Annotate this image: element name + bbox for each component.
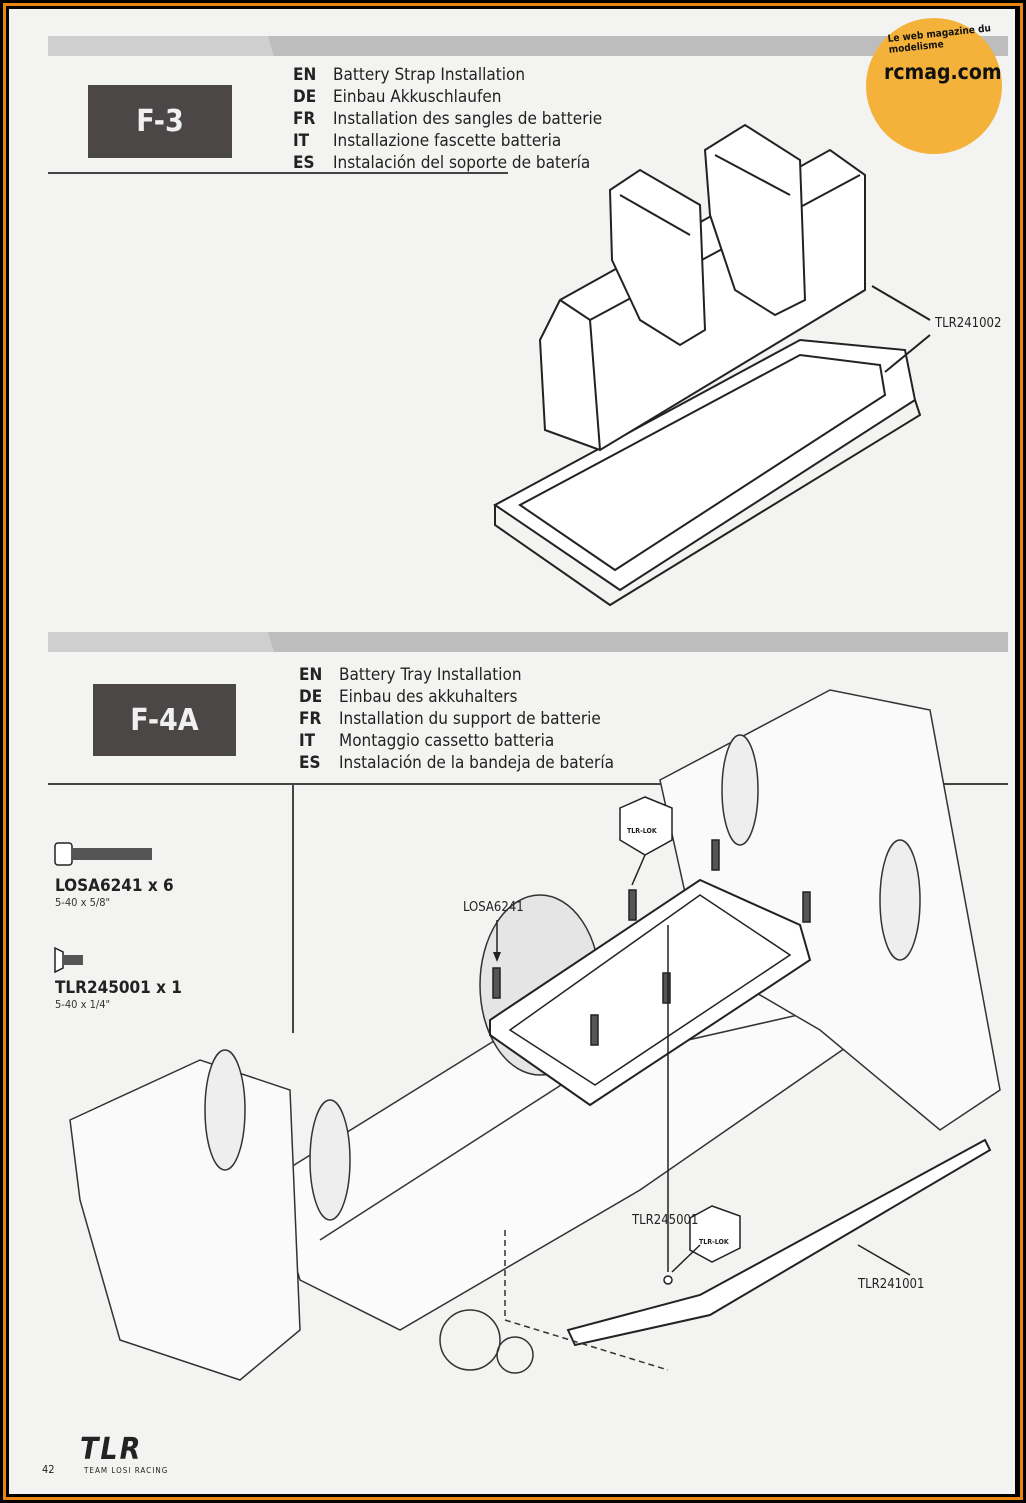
step-label-f3: F-3 (88, 85, 232, 158)
divider (292, 783, 294, 1033)
lang-code: DE (293, 87, 317, 107)
callout-losa6241: LOSA6241 (463, 900, 524, 915)
brand-name: TEAM LOSI RACING (84, 1466, 169, 1475)
title-text: Battery Strap Installation (333, 65, 526, 85)
title-text: Installation du support de batterie (339, 709, 601, 729)
lang-code: FR (293, 109, 316, 129)
title-text: Battery Tray Installation (339, 665, 522, 685)
lang-code: IT (299, 731, 316, 751)
cap-screw-icon (54, 842, 152, 866)
step-label-f4a: F-4A (93, 684, 236, 756)
lang-code: EN (299, 665, 323, 685)
callout-tlr241002: TLR241002 (935, 316, 1002, 331)
thread-lock-tag: TLR-LOK (627, 827, 657, 835)
lang-code: ES (299, 753, 321, 773)
lang-code: IT (293, 131, 310, 151)
part-number: TLR245001 x 1 (55, 978, 182, 998)
title-text: Montaggio cassetto batteria (339, 731, 555, 751)
title-text: Instalación del soporte de batería (333, 153, 591, 173)
tlr-logo: TLR (80, 1432, 143, 1467)
callout-tlr241001: TLR241001 (858, 1277, 925, 1292)
battery-strap-illustration (493, 123, 931, 607)
callout-tlr245001: TLR245001 (632, 1213, 699, 1228)
watermark-site: rcmag.com (884, 60, 1002, 84)
flat-head-screw-icon (54, 946, 83, 974)
page-number: 42 (42, 1463, 55, 1476)
title-text: Einbau des akkuhalters (339, 687, 518, 707)
title-text: Installazione fascette batteria (333, 131, 562, 151)
part-number: LOSA6241 x 6 (55, 876, 174, 896)
part-size: 5-40 x 1/4" (55, 998, 111, 1011)
thread-lock-tag: TLR-LOK (699, 1238, 729, 1246)
divider (48, 783, 1008, 785)
part-losa6241: LOSA6241 x 6 5-40 x 5/8" (55, 876, 174, 909)
section-band-f4a (48, 632, 1008, 652)
lang-code: EN (293, 65, 317, 85)
section-band-f3 (48, 36, 1008, 56)
step-titles-f4a: EN Battery Tray Installation DE Einbau des… (299, 664, 614, 774)
part-tlr245001: TLR245001 x 1 5-40 x 1/4" (55, 978, 182, 1011)
divider (48, 172, 508, 174)
title-text: Instalación de la bandeja de batería (339, 753, 614, 773)
lang-code: FR (299, 709, 322, 729)
title-text: Einbau Akkuschlaufen (333, 87, 502, 107)
lang-code: DE (299, 687, 323, 707)
lang-code: ES (293, 153, 315, 173)
part-size: 5-40 x 5/8" (55, 896, 111, 909)
rcmag-watermark: Le web magazine du modelisme rcmag.com (866, 18, 1002, 154)
title-text: Installation des sangles de batterie (333, 109, 603, 129)
step-titles-f3: EN Battery Strap Installation DE Einbau Ak… (293, 64, 602, 174)
